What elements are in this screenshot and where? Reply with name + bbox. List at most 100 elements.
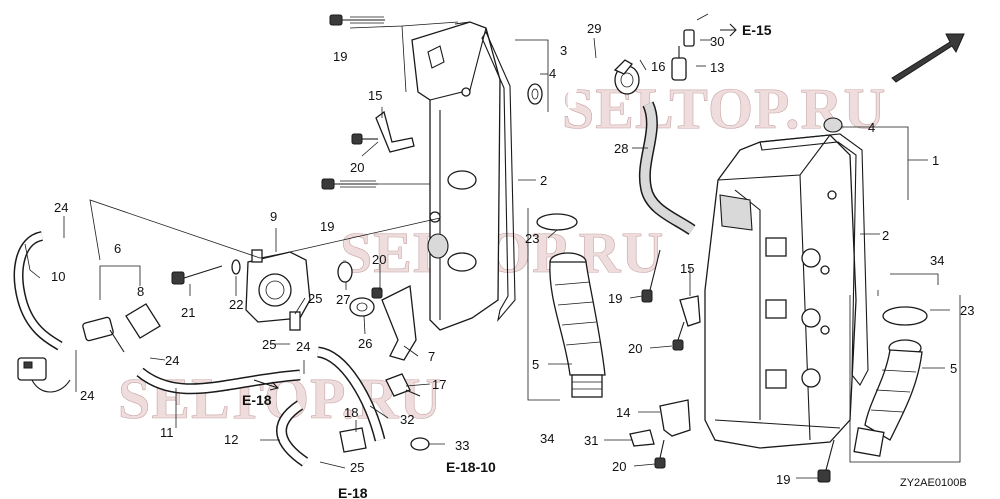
callout-13: 13: [710, 60, 724, 75]
arrow-e18: [253, 379, 280, 391]
callout-16: 16: [651, 59, 665, 74]
callout-32: 32: [400, 412, 414, 427]
cap-8: [125, 303, 161, 339]
callout-20-right-lower: 20: [612, 459, 626, 474]
callout-2-left: 2: [540, 173, 547, 188]
bolt-20-right-lower: [654, 439, 666, 469]
callout-4-right: 4: [868, 120, 875, 135]
ref-e18-bottom: E-18: [338, 485, 368, 499]
head-cover-right: [704, 134, 857, 449]
callout-23-left: 23: [525, 231, 539, 246]
intake-duct-5-right: [853, 306, 928, 457]
seal-ring-left: [527, 83, 543, 105]
bolt-20-small: [371, 287, 383, 299]
arrow-e15: [720, 23, 737, 37]
callout-19-top: 19: [333, 49, 347, 64]
bolt-20-left: [351, 133, 378, 145]
callout-2-right: 2: [882, 228, 889, 243]
gasket-right: [759, 133, 869, 386]
callout-25-mid: 25: [262, 337, 276, 352]
tube-29-fill: [567, 20, 687, 109]
callout-34-right: 34: [930, 253, 944, 268]
callout-24-top: 24: [54, 200, 68, 215]
bolt-20-right-upper: [672, 321, 685, 351]
callout-19-right-lower: 19: [776, 472, 790, 487]
callout-15-right: 15: [680, 261, 694, 276]
callout-7: 7: [428, 349, 435, 364]
callout-17: 17: [432, 377, 446, 392]
callout-1: 1: [932, 153, 939, 168]
callout-25-upper: 25: [308, 291, 322, 306]
callout-34-left: 34: [540, 431, 554, 446]
callout-8: 8: [137, 284, 144, 299]
callout-18: 18: [344, 405, 358, 420]
callout-24-mid: 24: [296, 339, 310, 354]
sensor-connector-24: [17, 357, 71, 393]
callout-24-lower: 24: [165, 353, 179, 368]
bolt-19-right-lower: [817, 439, 835, 483]
callout-33: 33: [455, 438, 469, 453]
callout-12: 12: [224, 432, 238, 447]
callout-14: 14: [616, 405, 630, 420]
washer-22: [231, 259, 241, 275]
bolt-19-top: [329, 14, 385, 26]
callout-15-left: 15: [368, 88, 382, 103]
callout-31: 31: [584, 433, 598, 448]
gasket-left: [481, 30, 516, 322]
cap-30: [683, 13, 709, 47]
front-label: FR.: [905, 64, 929, 86]
callout-29: 29: [587, 21, 601, 36]
bracket-7: [381, 285, 417, 361]
tube-28-fill: [640, 102, 695, 234]
valve-9: [245, 249, 311, 331]
front-indicator: FR.: [891, 33, 965, 86]
callout-27: 27: [336, 292, 350, 307]
callout-9: 9: [270, 209, 277, 224]
callout-19-right-upper: 19: [608, 291, 622, 306]
ref-e18-10: E-18-10: [446, 459, 496, 475]
drawing-code: ZY2AE0100B: [900, 477, 967, 489]
hose-10-fill: [15, 232, 62, 350]
arrow-e18-10: [405, 389, 421, 397]
callout-10: 10: [51, 269, 65, 284]
bracket-15-right: [679, 295, 701, 327]
bolt-21: [171, 265, 223, 285]
clip-31: [629, 429, 655, 447]
callout-5-left: 5: [532, 357, 539, 372]
oring-27: [337, 261, 353, 283]
callout-19-mid: 19: [320, 219, 334, 234]
valve-6: [82, 316, 125, 353]
bracket-15-left: [375, 110, 415, 153]
seal-ring-right: [823, 117, 843, 133]
callout-24-left: 24: [80, 388, 94, 403]
bracket-14: [659, 399, 691, 437]
callout-20-right-upper: 20: [628, 341, 642, 356]
clamp-16: [613, 59, 640, 95]
callout-21: 21: [181, 305, 195, 320]
callout-5-right: 5: [950, 361, 957, 376]
ref-e18: E-18: [242, 392, 272, 408]
joint-17: [385, 373, 411, 397]
intake-duct-5-left: [536, 213, 606, 398]
callout-23-right: 23: [960, 303, 974, 318]
watermark-middle: SELTOP.RU: [340, 220, 664, 285]
callout-28: 28: [614, 141, 628, 156]
callout-25-lower: 25: [350, 460, 364, 475]
head-cover-left: [411, 21, 501, 331]
hose-11-fill: [137, 368, 301, 393]
leader-lines: [24, 21, 961, 479]
callout-3: 3: [560, 43, 567, 58]
hose-12-fill: [277, 401, 308, 466]
callout-4-left: 4: [549, 66, 556, 81]
callout-20-left: 20: [350, 160, 364, 175]
clip-33: [410, 437, 430, 451]
callout-11: 11: [160, 425, 174, 440]
callout-20-small: 20: [372, 252, 386, 267]
callout-6: 6: [114, 241, 121, 256]
clamp-18: [339, 427, 367, 453]
joint-13: [671, 46, 687, 81]
callout-26: 26: [358, 336, 372, 351]
callout-30: 30: [710, 34, 724, 49]
